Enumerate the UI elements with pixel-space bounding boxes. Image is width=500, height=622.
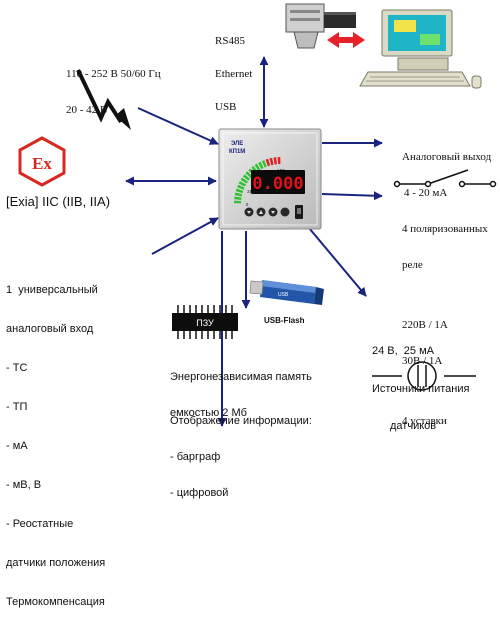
sensor-power-rating: 24 В, 25 мА bbox=[372, 345, 434, 357]
input-line-8: датчики положения bbox=[6, 557, 106, 569]
bargraph-segment bbox=[234, 200, 242, 204]
power-supply-ac: 110 - 252 В 50/60 Гц bbox=[66, 68, 161, 80]
bargraph-scale-label: 25 bbox=[247, 189, 253, 194]
relays-line-1: 4 поляризованных bbox=[402, 223, 488, 235]
arrow-power-supply bbox=[137, 107, 219, 145]
interface-usb: USB bbox=[215, 101, 237, 113]
bargraph-segment bbox=[261, 160, 267, 168]
lightning-icon bbox=[76, 69, 131, 130]
sensor-power-subtitle: датчиков bbox=[390, 420, 437, 432]
ex-mark-text: Ex bbox=[32, 154, 52, 173]
diagram-canvas: Ex ЭЛЕ КП1М 0255075100 0.000 bbox=[18, 3, 497, 427]
diagram: Ex ЭЛЕ КП1М 0255075100 0.000 bbox=[6, 3, 497, 608]
memory-label: Энергонезависимая память емкостью 2 Мб bbox=[170, 347, 312, 431]
bargraph-segment bbox=[237, 184, 245, 190]
input-line-6: - мВ, В bbox=[6, 479, 42, 491]
ex-mark-icon: Ex bbox=[18, 136, 66, 187]
bargraph-segment bbox=[234, 192, 243, 197]
bargraph-segment bbox=[242, 174, 250, 181]
relay-switch-icon bbox=[393, 169, 497, 188]
bargraph-segment bbox=[240, 177, 248, 184]
sensor-power-title: Источники питания bbox=[372, 382, 470, 395]
input-line-9: Термокомпенсация bbox=[6, 596, 105, 608]
interfaces-label: RS485 Ethernet USB bbox=[215, 14, 252, 124]
display-readout: 0.000 bbox=[252, 174, 303, 194]
power-source-icon bbox=[372, 361, 476, 391]
bargraph-segment bbox=[258, 161, 264, 170]
controller-device: ЭЛЕ КП1М 0255075100 0.000 bbox=[218, 128, 322, 230]
bargraph-segment bbox=[238, 181, 247, 187]
relays-rating-ac: 220В / 1А bbox=[402, 319, 448, 331]
power-supply-dc: 20 - 42 В bbox=[66, 104, 108, 116]
relays-rating-dc: 30В / 1А bbox=[402, 355, 443, 367]
bargraph-segment bbox=[273, 157, 277, 165]
device-model: КП1М bbox=[229, 149, 245, 155]
input-line-5: - мА bbox=[6, 440, 28, 452]
display-info-digital: - цифровой bbox=[170, 487, 229, 499]
device-button-4 bbox=[280, 207, 290, 217]
arrow-input bbox=[151, 217, 219, 255]
svg-text:USB: USB bbox=[278, 292, 289, 298]
input-line-3: - ТС bbox=[6, 362, 28, 374]
bargraph-scale-label: 0 bbox=[246, 202, 249, 207]
display-info-title: Отображение информации: bbox=[170, 415, 312, 427]
bargraph-segment bbox=[235, 188, 244, 194]
display-info-label: Отображение информации: - барграф - цифр… bbox=[170, 391, 312, 511]
arrow-sensor-power bbox=[303, 221, 367, 297]
memory-chip-label: ПЗУ bbox=[196, 318, 214, 328]
relays-line-2: реле bbox=[402, 259, 423, 271]
power-supply-label: 110 - 252 В 50/60 Гц 20 - 42 В bbox=[66, 44, 161, 128]
input-line-4: - ТП bbox=[6, 401, 28, 413]
interface-ethernet: Ethernet bbox=[215, 68, 253, 80]
display-info-bargraph: - барграф bbox=[170, 451, 221, 463]
device-brand: ЭЛЕ bbox=[231, 141, 243, 147]
input-line-1: 1 универсальный bbox=[6, 284, 98, 296]
rs485-connector-icon bbox=[285, 3, 356, 49]
bargraph-segment bbox=[254, 163, 261, 171]
ex-protection-label: [Exia] IIC (IIB, IIA) bbox=[6, 194, 111, 209]
bargraph-segment bbox=[245, 171, 253, 178]
bargraph-segment bbox=[234, 196, 242, 200]
bargraph-segment bbox=[265, 158, 271, 167]
memory-capacity: емкостью 2 Мб bbox=[170, 407, 247, 419]
memory-chip-icon: ПЗУ bbox=[172, 305, 238, 339]
arrow-relays bbox=[321, 191, 383, 201]
device-buttons bbox=[244, 205, 303, 219]
bargraph-segment bbox=[277, 157, 281, 165]
relays-label: 4 поляризованных реле 220В / 1А 30В / 1А… bbox=[402, 199, 488, 439]
interface-rs485: RS485 bbox=[215, 35, 245, 47]
analog-output-range: 4 - 20 мА bbox=[404, 187, 448, 199]
relays-setpoints: 4 уставки bbox=[402, 415, 447, 427]
analog-output-label: Аналоговый выход 4 - 20 мА bbox=[402, 127, 491, 211]
usb-flash-icon: USB bbox=[249, 280, 324, 305]
memory-title: Энергонезависимая память bbox=[170, 371, 312, 383]
analog-output-title: Аналоговый выход bbox=[402, 151, 492, 163]
usb-flash-label: USB-Flash bbox=[264, 316, 305, 325]
digital-display bbox=[251, 170, 305, 194]
input-line-7: - Реостатные bbox=[6, 518, 74, 530]
input-label: 1 универсальный аналоговый вход - ТС - Т… bbox=[6, 258, 105, 622]
data-exchange-arrow-icon bbox=[327, 32, 365, 48]
computer-icon bbox=[359, 9, 482, 89]
sensor-power-label: 24 В, 25 мА Источники питания датчиков bbox=[372, 320, 469, 445]
bargraph-segment bbox=[269, 157, 274, 166]
input-line-2: аналоговый вход bbox=[6, 323, 94, 335]
